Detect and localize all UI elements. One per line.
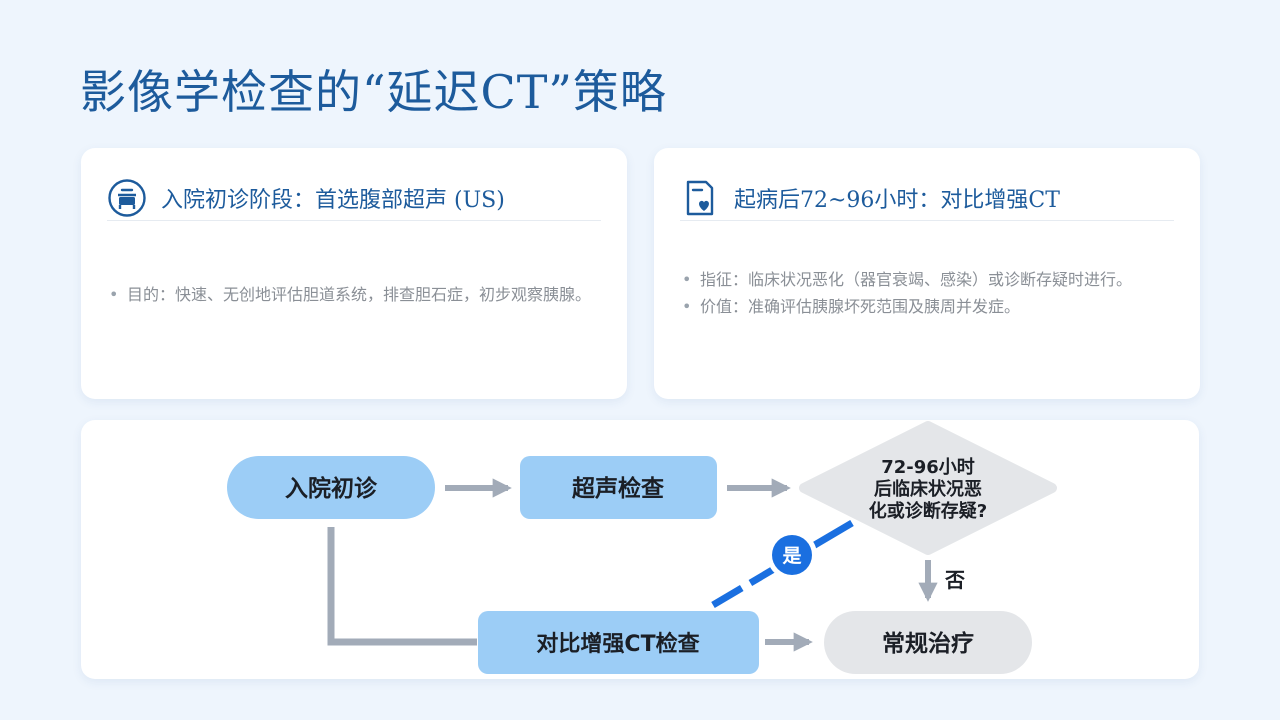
card-header: 入院初诊阶段：首选腹部超声 (US) — [107, 176, 601, 221]
card-bullet: 价值：准确评估胰腺坏死范围及胰周并发症。 — [682, 293, 1172, 320]
node-admission — [227, 456, 435, 519]
yes-label: 是 — [782, 545, 801, 567]
flowchart-panel: 入院初诊 超声检查 72-96小时 后临床状况恶 化或诊断存疑? 对比增强CT检… — [81, 420, 1199, 679]
decision-label-line-2: 后临床状况恶 — [874, 478, 982, 500]
card-heading: 入院初诊阶段：首选腹部超声 (US) — [161, 188, 505, 213]
node-ultrasound-label: 超声检查 — [572, 475, 664, 502]
node-routine-treatment — [824, 611, 1032, 674]
card-bullet: 目的：快速、无创地评估胆道系统，排查胆石症，初步观察胰腺。 — [109, 281, 599, 308]
node-admission-label: 入院初诊 — [285, 475, 378, 502]
card-bullet: 指征：临床状况恶化（器官衰竭、感染）或诊断存疑时进行。 — [682, 266, 1172, 293]
node-ct-exam — [478, 611, 759, 674]
node-decision — [799, 421, 1057, 555]
medical-report-heart-icon — [680, 178, 720, 218]
node-ultrasound — [520, 456, 717, 519]
card-bullet-list: 指征：临床状况恶化（器官衰竭、感染）或诊断存疑时进行。 价值：准确评估胰腺坏死范… — [682, 266, 1172, 320]
hospital-bed-icon — [107, 178, 147, 218]
node-routine-treatment-label: 常规治疗 — [882, 630, 974, 657]
card-bullet-list: 目的：快速、无创地评估胆道系统，排查胆石症，初步观察胰腺。 — [109, 281, 599, 308]
card-heading: 起病后72~96小时：对比增强CT — [734, 188, 1060, 213]
ct-stage-card: 起病后72~96小时：对比增强CT 指征：临床状况恶化（器官衰竭、感染）或诊断存… — [654, 148, 1200, 399]
page-title: 影像学检查的“延迟CT”策略 — [80, 65, 667, 119]
no-label: 否 — [944, 568, 965, 592]
yes-badge-fill — [772, 535, 812, 575]
connector-admission-to-ct — [327, 527, 477, 646]
flowchart: 入院初诊 超声检查 72-96小时 后临床状况恶 化或诊断存疑? 对比增强CT检… — [227, 421, 1057, 674]
card-header: 起病后72~96小时：对比增强CT — [680, 176, 1174, 221]
decision-label-line-1: 72-96小时 — [881, 457, 975, 478]
initial-stage-card: 入院初诊阶段：首选腹部超声 (US) 目的：快速、无创地评估胆道系统，排查胆石症… — [81, 148, 627, 399]
node-ct-exam-label: 对比增强CT检查 — [536, 631, 699, 657]
decision-label-line-3: 化或诊断存疑? — [869, 500, 987, 522]
